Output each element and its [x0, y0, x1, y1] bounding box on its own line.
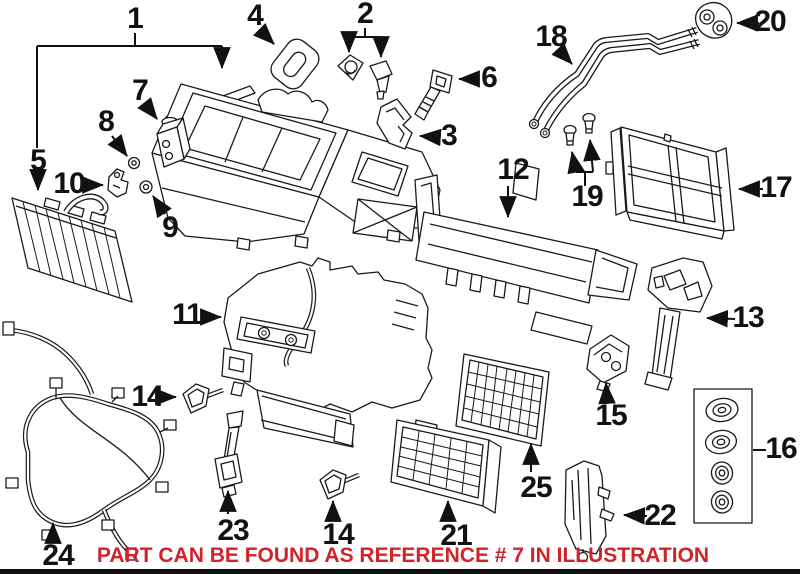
mounting-bracket-part [376, 98, 413, 150]
callout-arrows [29, 14, 766, 544]
filter-cover-part [564, 460, 615, 563]
expansion-valve-part [156, 116, 191, 168]
callout-6: 6 [481, 61, 498, 94]
callout-19: 19 [571, 180, 603, 213]
callout-18: 18 [535, 20, 567, 53]
drain-valve-part [214, 410, 244, 498]
reference-note: PART CAN BE FOUND AS REFERENCE # 7 IN IL… [96, 544, 710, 567]
callout-4: 4 [247, 0, 264, 32]
callout-9: 9 [162, 211, 179, 244]
callout-17: 17 [760, 171, 792, 204]
cabin-air-filter-part [390, 419, 502, 514]
callout-2: 2 [357, 0, 374, 30]
callout-7: 7 [132, 74, 149, 107]
callout-15: 15 [595, 399, 627, 432]
callout-14-rear: 14 [322, 518, 354, 551]
o-ring-small-part [127, 156, 141, 170]
sensor-front-part [182, 383, 224, 414]
callout-22: 22 [644, 499, 676, 532]
pipe-gasket-part [694, 1, 733, 39]
callout-16: 16 [765, 432, 797, 465]
callout-23: 23 [217, 514, 249, 547]
callout-25: 25 [520, 471, 552, 504]
callout-1: 1 [127, 2, 144, 35]
callout-21: 21 [440, 519, 472, 552]
heater-pipes-part [528, 26, 700, 139]
grommet-part [270, 38, 320, 90]
air-distribution-case-part [414, 162, 638, 345]
o-ring-part [139, 180, 153, 194]
heater-core-part [605, 126, 735, 240]
callout-8: 8 [98, 105, 115, 138]
sensor-clip-part [337, 54, 393, 100]
actuator-part [586, 334, 630, 393]
sensor-rear-part [319, 469, 360, 500]
callout-20: 20 [754, 5, 786, 38]
callout-24: 24 [42, 539, 74, 572]
wiring-harness-part [2, 321, 177, 561]
evaporator-core-part [11, 193, 133, 303]
pipe-bracket-part [107, 168, 129, 198]
callout-11: 11 [172, 298, 203, 331]
bottom-bar [0, 569, 800, 574]
callout-13: 13 [732, 301, 764, 334]
filter-screen-part [455, 353, 550, 447]
o-ring-kit-part [693, 388, 753, 524]
callout-5: 5 [30, 144, 47, 177]
screws-part [563, 112, 596, 146]
temperature-sensor-part [414, 69, 453, 121]
callout-10: 10 [53, 167, 85, 200]
side-bracket-part [644, 257, 713, 391]
callout-12: 12 [497, 153, 529, 186]
callout-14-front: 14 [131, 380, 163, 413]
callout-3: 3 [441, 119, 458, 152]
lower-hvac-case-part [221, 257, 433, 448]
